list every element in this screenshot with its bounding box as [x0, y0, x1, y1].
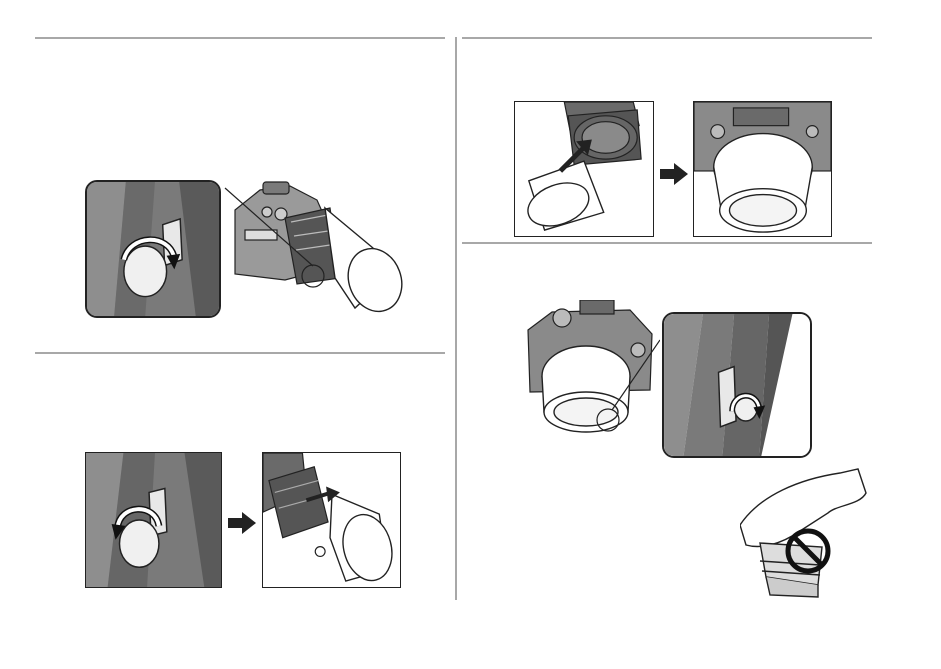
section-rule-top-left — [35, 37, 445, 39]
knob-callout-2 — [662, 312, 812, 458]
column-divider — [455, 37, 457, 600]
hood-reversed-on-lens — [514, 101, 654, 237]
hand-holding-hood-prohibited — [740, 465, 868, 601]
hood-stored-on-camera — [693, 101, 832, 237]
hood-removal — [262, 452, 401, 588]
arrow-right-icon — [660, 163, 688, 185]
arrow-right-icon — [228, 512, 256, 534]
section-rule-mid-right — [462, 242, 872, 244]
section-rule-top-right — [462, 37, 872, 39]
knob-callout-1 — [85, 180, 221, 318]
loosen-knob-closeup — [85, 452, 222, 588]
camera-front-figure — [520, 300, 660, 435]
section-rule-mid-left — [35, 352, 445, 354]
